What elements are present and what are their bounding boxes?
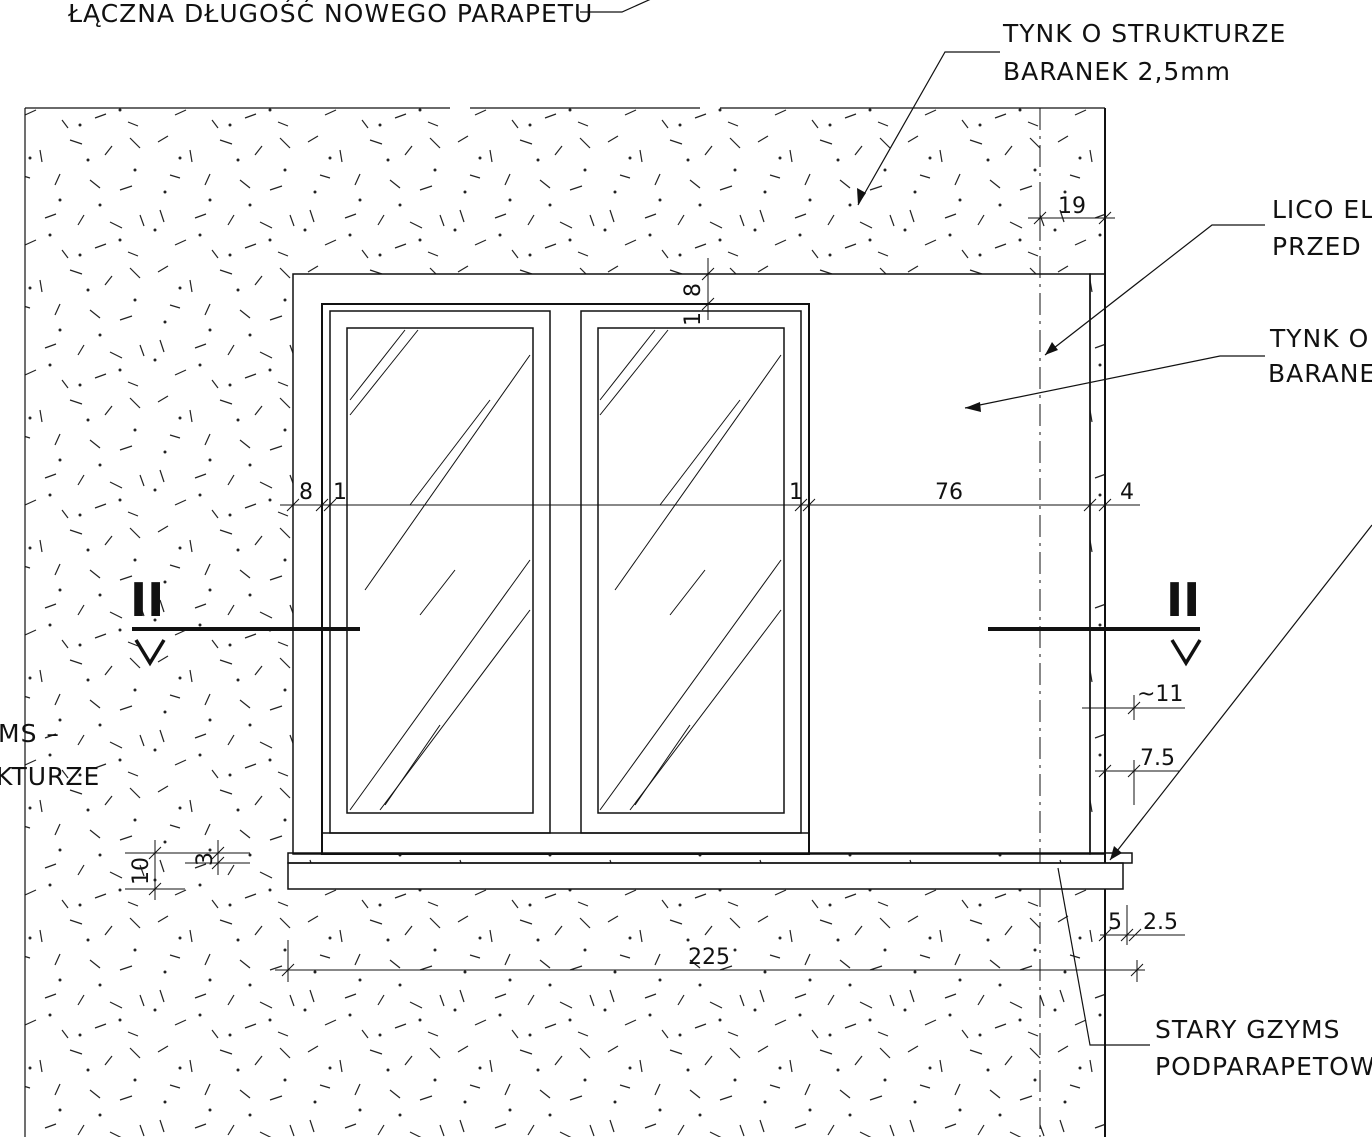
label-left-line1: MS – <box>0 719 60 748</box>
section-mark-right: II <box>1166 573 1200 627</box>
dim-1-left: 1 <box>333 480 347 505</box>
leaders <box>580 0 1372 1046</box>
dim-1-right: 1 <box>789 480 803 505</box>
reveal-fine-plaster <box>292 273 1106 855</box>
dimension-lines <box>125 195 1185 982</box>
dim-10: 10 <box>129 857 154 885</box>
dim-225: 225 <box>688 945 730 970</box>
dim-4: 4 <box>1120 480 1134 505</box>
dim-76: 76 <box>935 480 963 505</box>
dim-5: 5 <box>1108 910 1122 935</box>
label-face-line2: PRZED <box>1272 232 1362 261</box>
label-left-line2: KTURZE <box>0 762 100 791</box>
section-markers: II II <box>130 573 1202 667</box>
label-old-cornice-line1: STARY GZYMS <box>1155 1015 1341 1044</box>
label-new-sill-length: ŁĄCZNA DŁUGOŚĆ NOWEGO PARAPETU <box>67 0 593 28</box>
dim-8-left: 8 <box>299 480 313 505</box>
dim-8-top: 8 <box>681 283 706 297</box>
label-old-cornice-line2: PODPARAPETOWY <box>1155 1052 1372 1081</box>
dim-1-top: 1 <box>681 312 706 326</box>
dim-11: ~11 <box>1137 682 1183 707</box>
window-sill <box>287 852 1133 890</box>
label-face-line1: LICO EL <box>1272 195 1372 224</box>
dim-7-5: 7.5 <box>1140 746 1175 771</box>
section-mark-left: II <box>130 573 164 627</box>
dim-3: 3 <box>193 852 218 866</box>
label-plaster-right-line1: TYNK O <box>1269 324 1369 353</box>
dim-19: 19 <box>1058 194 1086 219</box>
leader-arrows <box>857 188 1122 860</box>
label-plaster-right-line2: BARANE <box>1268 359 1372 388</box>
dim-2-5: 2.5 <box>1143 910 1178 935</box>
label-plaster-top-line1: TYNK O STRUKTURZE <box>1002 19 1286 48</box>
label-plaster-top-line2: BARANEK 2,5mm <box>1003 57 1231 86</box>
window <box>321 303 810 855</box>
